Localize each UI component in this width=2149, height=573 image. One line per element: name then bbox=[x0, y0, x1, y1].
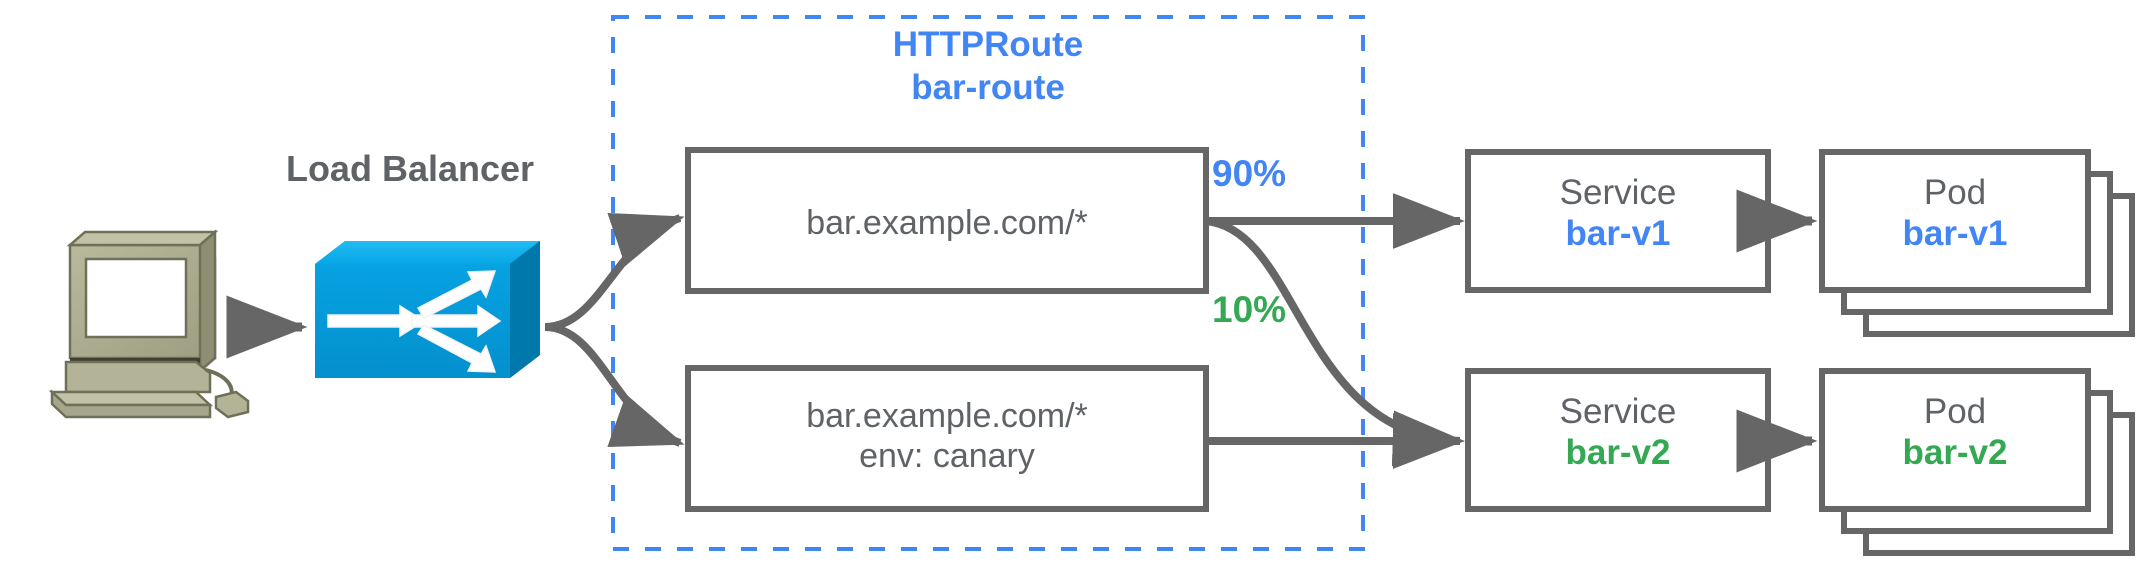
service-bar-v2-label: Service bar-v2 bbox=[1468, 391, 1768, 474]
pod-bar-v1-label: Pod bar-v1 bbox=[1822, 172, 2088, 255]
service-box-bar-v1[interactable] bbox=[1465, 149, 1771, 293]
service-bar-v2-name: bar-v2 bbox=[1565, 433, 1671, 473]
rule-box-2[interactable] bbox=[685, 365, 1209, 512]
service-bar-v2-kind: Service bbox=[1559, 392, 1677, 431]
service-bar-v1-name: bar-v1 bbox=[1565, 214, 1671, 254]
load-balancer-switch-icon bbox=[315, 241, 540, 378]
rule-1-label: bar.example.com/* bbox=[688, 203, 1206, 243]
pod-bar-v1-kind: Pod bbox=[1923, 173, 1987, 212]
pod-bar-v2-name: bar-v2 bbox=[1902, 433, 2008, 473]
httproute-kind-label: HTTPRoute bar-route bbox=[613, 24, 1363, 109]
weight-90-label: 90% bbox=[1212, 153, 1287, 194]
httproute-kind-text: HTTPRoute bbox=[892, 25, 1084, 64]
rule-2-label: bar.example.com/* env: canary bbox=[688, 396, 1206, 476]
service-bar-v1-label: Service bar-v1 bbox=[1468, 172, 1768, 255]
pod-stack-bar-v2[interactable] bbox=[1819, 368, 2135, 556]
httproute-name-text: bar-route bbox=[911, 67, 1065, 107]
rule-2-line1: bar.example.com/* bbox=[806, 397, 1088, 435]
pod-stack-bar-v1[interactable] bbox=[1819, 149, 2135, 337]
load-balancer-title: Load Balancer bbox=[285, 148, 535, 189]
pod-bar-v2-kind: Pod bbox=[1923, 392, 1987, 431]
rule-box-1[interactable] bbox=[685, 147, 1209, 294]
workstation-icon bbox=[48, 229, 250, 419]
service-bar-v1-kind: Service bbox=[1559, 173, 1677, 212]
pod-bar-v1-name: bar-v1 bbox=[1902, 214, 2008, 254]
weight-10-label: 10% bbox=[1212, 289, 1287, 330]
rule-1-line1: bar.example.com/* bbox=[806, 204, 1088, 242]
rule-2-line2: env: canary bbox=[859, 437, 1035, 476]
pod-bar-v2-label: Pod bar-v2 bbox=[1822, 391, 2088, 474]
arrow-lb-to-rule-1 bbox=[544, 213, 685, 331]
arrow-lb-to-rule-2 bbox=[544, 323, 685, 447]
